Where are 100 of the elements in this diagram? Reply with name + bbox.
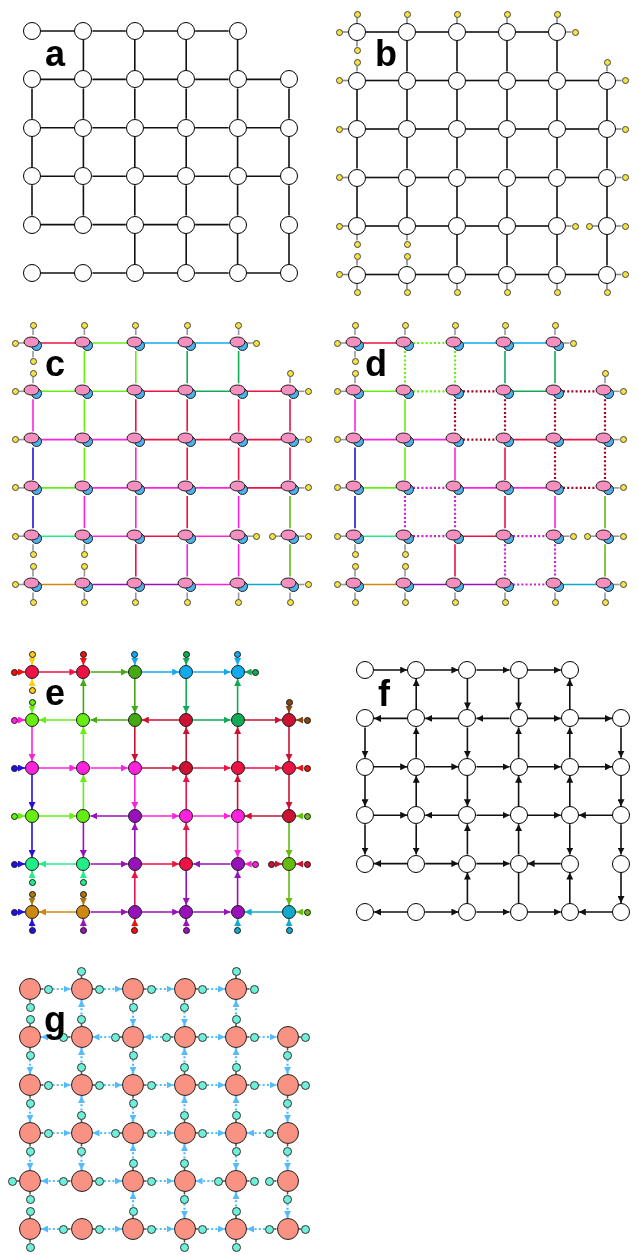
bead-vertex (180, 1062, 189, 1072)
arrow (79, 822, 87, 858)
graph-vertex (74, 70, 93, 89)
edge-line (186, 591, 188, 600)
stub-vertex (80, 550, 88, 558)
edge-line (29, 999, 31, 1004)
edge-line (31, 87, 33, 120)
edge-line (504, 495, 506, 529)
arrow (361, 726, 369, 759)
stub-vertex (335, 174, 343, 181)
vertex-pair-drawing (445, 527, 465, 545)
arrow (234, 870, 242, 906)
bead-vertex (213, 1176, 223, 1186)
stub-vertex (603, 59, 611, 66)
arrow (284, 1059, 291, 1074)
edge-line (454, 446, 456, 481)
graph-vertex (398, 217, 416, 235)
stub-vertex (132, 321, 140, 329)
bead-vertex (198, 1128, 207, 1138)
graph-vertex (348, 23, 366, 41)
vertex-pair-drawing (23, 334, 43, 352)
arrow (131, 678, 139, 714)
stub-vertex (25, 1002, 35, 1012)
edge-line (556, 185, 558, 218)
edge-line (31, 184, 33, 217)
bead-vertex (180, 1110, 189, 1120)
edge-line (40, 272, 76, 274)
stub-vertex (231, 966, 241, 976)
arrow (284, 1203, 291, 1218)
graph-vertex (122, 1074, 144, 1096)
edge-line (143, 988, 148, 990)
edge-line (185, 39, 187, 72)
stub-vertex (235, 599, 243, 606)
graph-vertex (509, 709, 528, 728)
edge-line (506, 40, 508, 73)
arrow (566, 726, 574, 759)
vertex-pair-drawing (280, 576, 300, 593)
edge-line (91, 223, 127, 226)
vertex-pair-drawing (23, 576, 43, 593)
edge-line (194, 390, 232, 393)
edge-line (236, 232, 239, 265)
edge-line (286, 1047, 289, 1052)
graph-vertex (228, 70, 247, 89)
edge-line (606, 282, 608, 290)
edge-line (506, 88, 508, 121)
arrow (566, 678, 574, 711)
vertex-pair-drawing (345, 431, 365, 449)
graph-vertex (448, 71, 466, 90)
arrow (234, 678, 242, 714)
edge-line (83, 446, 86, 481)
graph-vertex (458, 903, 477, 921)
edge-line (341, 128, 349, 130)
edge-line (67, 1036, 72, 1038)
graph-vertex (398, 168, 416, 187)
bead-vertex (95, 1224, 104, 1234)
graph-vertex (177, 264, 196, 282)
graph-vertex (173, 978, 196, 1000)
arrow (566, 871, 574, 904)
arrow (566, 823, 574, 856)
arrow (578, 811, 613, 819)
edge-line (194, 438, 232, 441)
edge-line (91, 1180, 96, 1182)
edge-line (91, 988, 96, 990)
arrow (258, 1081, 277, 1089)
edge-line (82, 184, 85, 217)
graph-vertex (177, 118, 196, 137)
graph-vertex (76, 809, 91, 823)
edge-line (245, 535, 254, 537)
edge-line (297, 487, 306, 489)
vertex-pair-drawing (345, 527, 365, 545)
vertex-pair-drawing (177, 334, 198, 352)
stub-vertex (11, 387, 19, 395)
arrow (52, 985, 71, 993)
stub-vertex (503, 10, 511, 18)
arrow (79, 870, 87, 880)
edge-line (513, 583, 547, 586)
graph-vertex (225, 1074, 247, 1096)
stub-vertex (29, 357, 37, 365)
edge-line (286, 1191, 289, 1196)
edge-line (356, 16, 358, 24)
stub-vertex (353, 240, 361, 248)
stub-vertex (28, 926, 36, 934)
vertex-pair-drawing (125, 334, 146, 352)
graph-vertex (179, 857, 194, 871)
edge-line (235, 1239, 237, 1244)
arrow (192, 908, 232, 916)
edge-line (132, 1214, 134, 1219)
bead-vertex (283, 1098, 292, 1108)
edge-line (562, 535, 571, 537)
arrow (295, 764, 305, 772)
stub-vertex (303, 812, 311, 820)
edge-line (404, 591, 406, 600)
graph-vertex (560, 757, 579, 776)
edge-line (504, 446, 506, 481)
edge-line (365, 225, 399, 227)
vertex-pair-drawing (23, 479, 43, 497)
edge-line (365, 79, 399, 82)
vertex-pair-drawing (177, 576, 198, 593)
edge-line (556, 40, 558, 73)
arrow (28, 822, 36, 858)
